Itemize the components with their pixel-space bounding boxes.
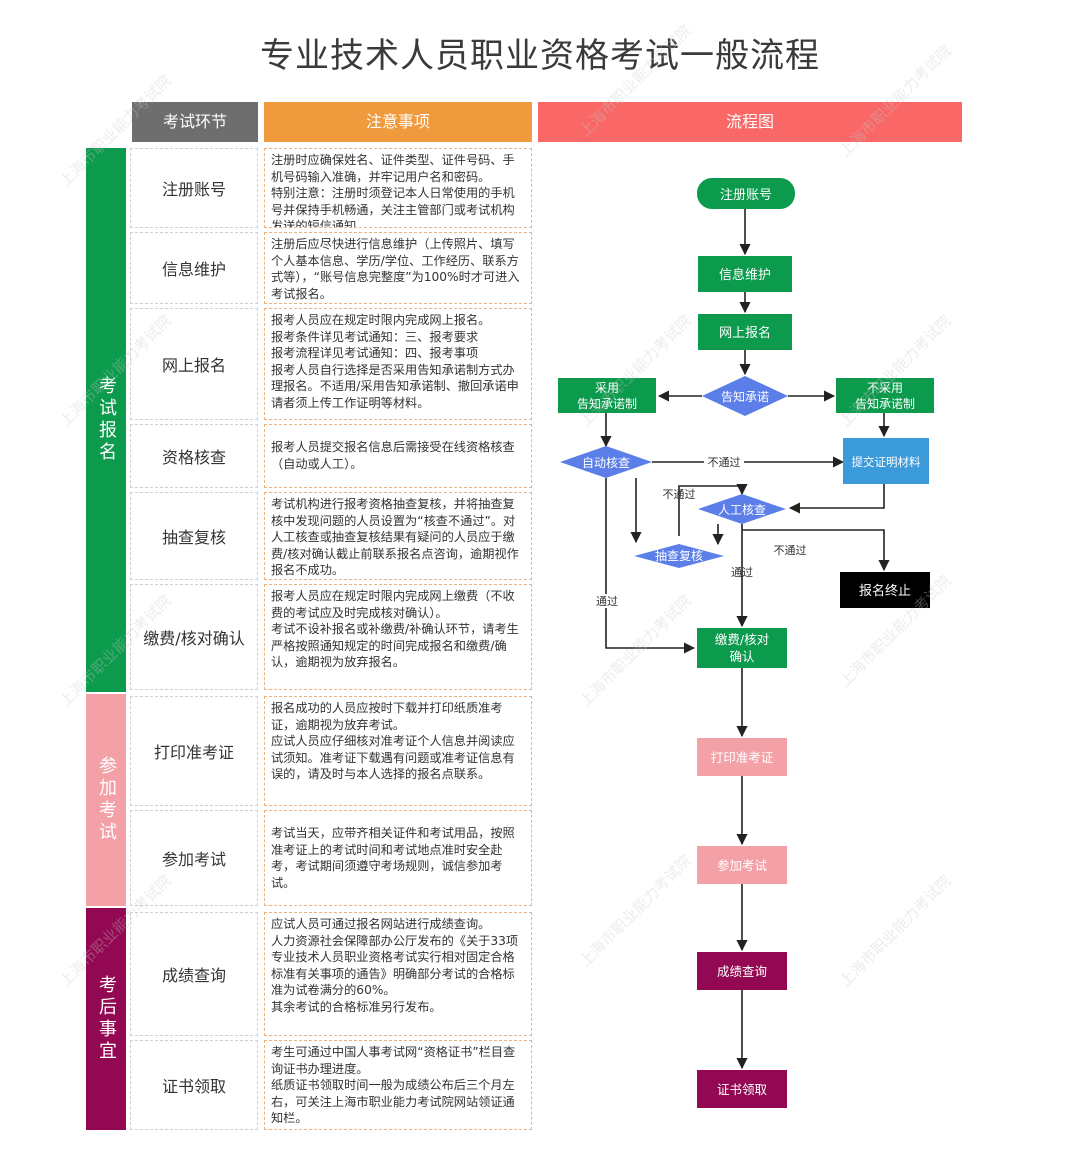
flow-node-print-label: 打印准考证: [711, 750, 774, 765]
flow-node-adopt: [558, 378, 656, 413]
flow-node-cert-label: 证书领取: [717, 1082, 768, 1097]
flow-node-info: [698, 256, 792, 292]
flow-node-register-label: 注册账号: [720, 188, 772, 203]
notes-certificate: 考生可通过中国人事考试网“资格证书”栏目查询证书办理进度。 纸质证书领取时间一般…: [264, 1040, 532, 1130]
stage-info: 信息维护: [130, 232, 258, 304]
flow-decision-commit-label: 告知承诺: [721, 390, 769, 404]
flow-node-print: [697, 738, 787, 776]
notes-take-exam: 考试当天，应带齐相关证件和考试用品，按照准考证上的考试时间和考试地点准时安全赴考…: [264, 810, 532, 906]
stage-payment: 缴费/核对确认: [130, 584, 258, 690]
flow-node-apply-label: 网上报名: [719, 325, 771, 341]
flow-decision-auto-check-label: 自动核查: [582, 456, 630, 470]
stage-print-ticket: 打印准考证: [130, 696, 258, 806]
flow-node-submit-proof: [843, 438, 929, 484]
flow-node-terminate: [840, 572, 930, 608]
flow-node-apply: [698, 314, 792, 350]
flow-decision-spot-check-label: 抽查复核: [655, 549, 703, 563]
flow-node-cert: [697, 1070, 787, 1108]
notes-print-ticket: 报名成功的人员应按时下载并打印纸质准考证，逾期视为放弃考试。 应试人员应仔细核对…: [264, 696, 532, 806]
flow-node-info-label: 信息维护: [719, 267, 771, 283]
flow-decision-commit: [702, 376, 788, 416]
group-band-registration: 考试报名: [86, 148, 126, 692]
flow-node-exam-label: 参加考试: [717, 858, 768, 873]
page-title: 专业技术人员职业资格考试一般流程: [260, 36, 820, 76]
stage-score-query: 成绩查询: [130, 912, 258, 1036]
flow-node-terminate-label: 报名终止: [859, 583, 911, 599]
stage-apply: 网上报名: [130, 308, 258, 420]
flow-connectors: [600, 209, 890, 1070]
notes-qualification-check: 报考人员提交报名信息后需接受在线资格核查（自动或人工）。: [264, 424, 532, 488]
flow-decision-manual-check-label: 人工核查: [718, 503, 766, 517]
flow-decision-spot-check: [634, 544, 724, 568]
notes-payment: 报考人员应在规定时限内完成网上缴费（不收费的考试应及时完成核对确认）。 考试不设…: [264, 584, 532, 690]
group-band-exam: 参加考试: [86, 694, 126, 906]
flowchart: 注册账号 信息维护 网上报名 告知承诺 采用 告知承诺制 不采用 告知承诺制 自…: [558, 178, 934, 1108]
flow-node-score-label: 成绩查询: [717, 964, 767, 979]
flow-node-register: [697, 178, 795, 209]
flow-node-submit-proof-label: 提交证明材料: [852, 455, 921, 469]
flow-decision-auto-check: [560, 446, 652, 478]
flow-edge-label-fail-manual: 不通过: [774, 544, 807, 557]
flow-node-payment-line1: 缴费/核对: [715, 632, 769, 647]
stage-register: 注册账号: [130, 148, 258, 228]
notes-register: 注册时应确保姓名、证件类型、证件号码、手机号码输入准确，并牢记用户名和密码。 特…: [264, 148, 532, 228]
flow-node-adopt-line1: 采用: [595, 381, 619, 395]
notes-info: 注册后应尽快进行信息维护（上传照片、填写个人基本信息、学历/学位、工作经历、联系…: [264, 232, 532, 304]
flow-node-payment: [697, 628, 787, 668]
notes-spot-check: 考试机构进行报考资格抽查复核，并将抽查复核中发现问题的人员设置为“核查不通过”。…: [264, 492, 532, 580]
stage-take-exam: 参加考试: [130, 810, 258, 906]
notes-score-query: 应试人员可通过报名网站进行成绩查询。 人力资源社会保障部办公厅发布的《关于33项…: [264, 912, 532, 1036]
flow-node-adopt-line2: 告知承诺制: [577, 397, 637, 411]
flow-edge-label-pass-auto: 通过: [596, 595, 618, 608]
notes-apply: 报考人员应在规定时限内完成网上报名。 报考条件详见考试通知：三、报考要求 报考流…: [264, 308, 532, 420]
header-stage: 考试环节: [132, 102, 258, 142]
stage-certificate: 证书领取: [130, 1040, 258, 1130]
header-notes: 注意事项: [264, 102, 532, 142]
flow-node-score: [697, 952, 787, 990]
stage-spot-check: 抽查复核: [130, 492, 258, 580]
flow-node-exam: [697, 846, 787, 884]
flow-node-not-adopt-line1: 不采用: [867, 381, 903, 395]
flow-edge-label-pass-manual: 通过: [731, 566, 753, 579]
flow-node-not-adopt: [836, 378, 934, 413]
flow-decision-manual-check: [698, 494, 786, 524]
header-flow: 流程图: [538, 102, 962, 142]
flow-node-not-adopt-line2: 告知承诺制: [855, 397, 915, 411]
flow-edge-label-fail-auto: 不通过: [708, 456, 741, 469]
flow-node-payment-line2: 确认: [729, 649, 755, 664]
group-band-after-exam: 考后事宜: [86, 908, 126, 1130]
flow-edge-label-fail-spot: 不通过: [663, 488, 696, 501]
stage-qualification-check: 资格核查: [130, 424, 258, 488]
